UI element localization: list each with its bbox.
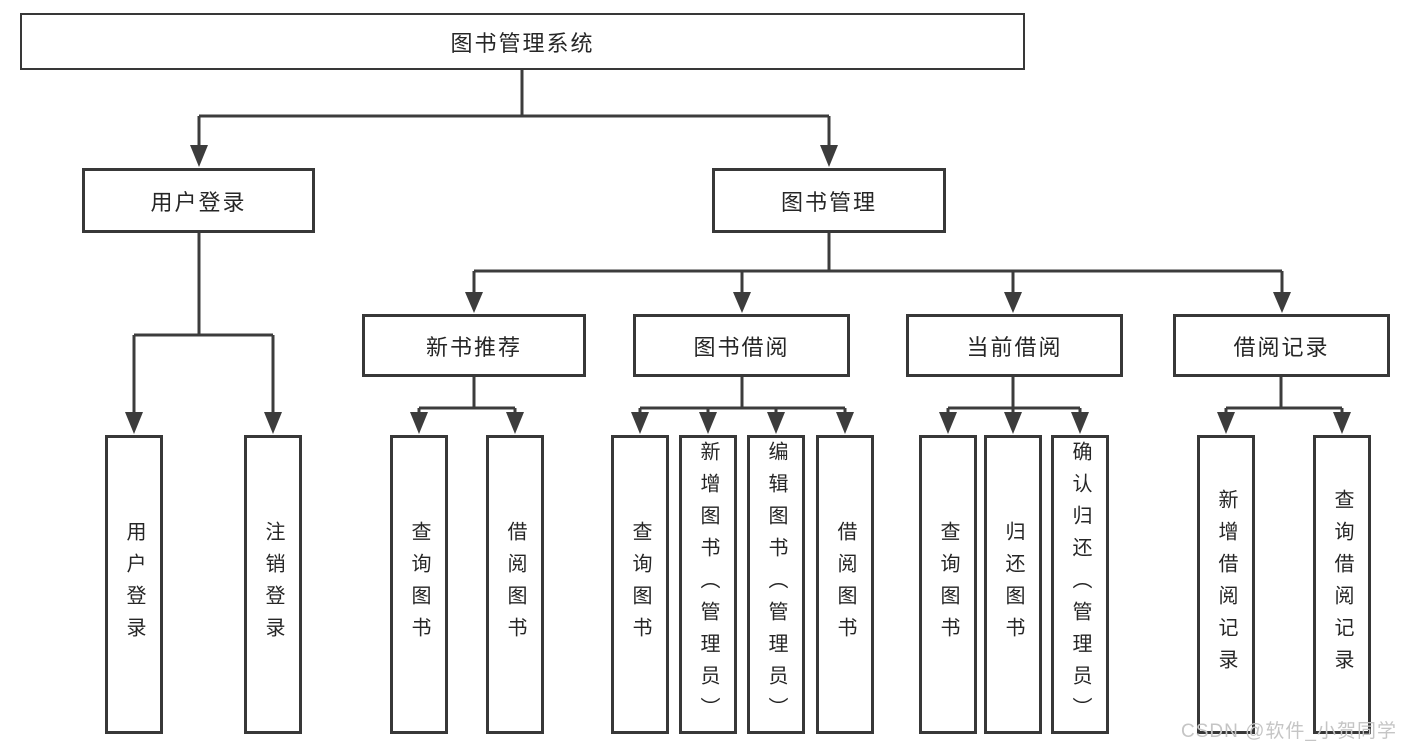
node-return-books: 归还图书 bbox=[984, 435, 1042, 734]
node-user-login: 用户登录 bbox=[82, 168, 315, 233]
node-borrow-books-1: 借阅图书 bbox=[486, 435, 544, 734]
node-borrowing-records: 借阅记录 bbox=[1173, 314, 1390, 377]
node-label: 用户登录 bbox=[123, 520, 145, 649]
node-query-borrow-record: 查询借阅记录 bbox=[1313, 435, 1371, 734]
node-label: 查询图书 bbox=[408, 520, 430, 649]
watermark: CSDN @软件_小贺同学 bbox=[1181, 721, 1397, 742]
node-new-book-recommendation: 新书推荐 bbox=[362, 314, 586, 377]
node-query-books-1: 查询图书 bbox=[390, 435, 448, 734]
node-current-borrowing: 当前借阅 bbox=[906, 314, 1123, 377]
node-label: 归还图书 bbox=[1002, 520, 1024, 649]
node-label: 确认归还（管理员） bbox=[1069, 440, 1091, 729]
node-book-management: 图书管理 bbox=[712, 168, 946, 233]
node-borrow-books-2: 借阅图书 bbox=[816, 435, 874, 734]
node-label: 编辑图书（管理员） bbox=[765, 440, 787, 729]
node-library-system: 图书管理系统 bbox=[20, 13, 1025, 70]
node-add-borrow-record: 新增借阅记录 bbox=[1197, 435, 1255, 734]
node-label: 借阅图书 bbox=[504, 520, 526, 649]
node-label: 注销登录 bbox=[262, 520, 284, 649]
node-confirm-return-admin: 确认归还（管理员） bbox=[1051, 435, 1109, 734]
node-book-borrowing: 图书借阅 bbox=[633, 314, 850, 377]
node-label: 查询图书 bbox=[629, 520, 651, 649]
node-logout-leaf: 注销登录 bbox=[244, 435, 302, 734]
node-user-login-leaf: 用户登录 bbox=[105, 435, 163, 734]
node-label: 借阅图书 bbox=[834, 520, 856, 649]
node-query-books-3: 查询图书 bbox=[919, 435, 977, 734]
node-label: 新增图书（管理员） bbox=[697, 440, 719, 729]
node-add-books-admin: 新增图书（管理员） bbox=[679, 435, 737, 734]
node-label: 查询借阅记录 bbox=[1331, 488, 1353, 681]
node-label: 新增借阅记录 bbox=[1215, 488, 1237, 681]
node-query-books-2: 查询图书 bbox=[611, 435, 669, 734]
node-label: 查询图书 bbox=[937, 520, 959, 649]
arrowheads bbox=[125, 145, 1351, 434]
node-edit-books-admin: 编辑图书（管理员） bbox=[747, 435, 805, 734]
